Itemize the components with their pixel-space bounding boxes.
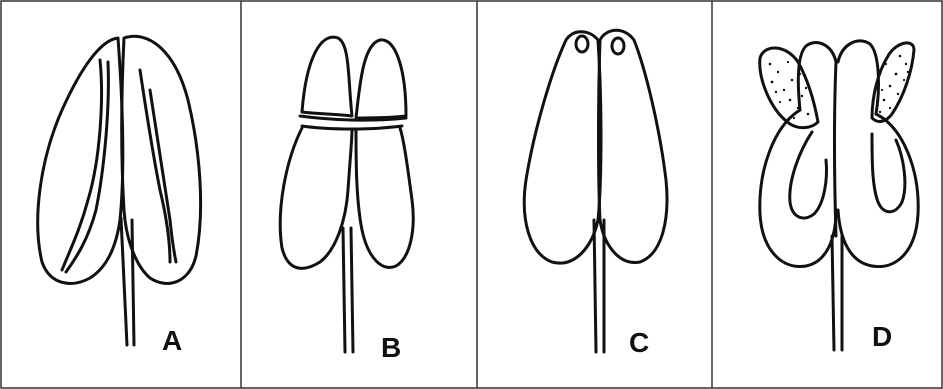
apical-pore (612, 38, 624, 54)
filament-line (132, 220, 134, 345)
panel-label-a: A (162, 325, 182, 356)
filament-line (351, 228, 353, 352)
right-slit-line (150, 90, 176, 262)
panel-b-drawing (280, 37, 413, 352)
right-theca-outline (599, 30, 667, 262)
left-theca-outline (524, 32, 601, 263)
panel-c-drawing (524, 30, 667, 352)
apical-pore (576, 36, 588, 52)
left-theca-inner (790, 132, 827, 218)
left-valve-flap (760, 48, 818, 128)
lower-left-lobe (280, 128, 352, 268)
filament-line (121, 218, 127, 345)
panel-a-drawing (38, 36, 201, 345)
pollen-stipple (769, 55, 910, 119)
lower-right-lobe (356, 128, 413, 267)
upper-left-lobe (302, 37, 352, 116)
panel-label-b: B (381, 332, 401, 363)
right-theca-inner (872, 134, 905, 212)
panel-d-drawing (760, 41, 918, 350)
filament-line (343, 228, 345, 352)
right-slit-line (140, 70, 170, 262)
left-slit-line (62, 60, 102, 270)
upper-right-lobe (356, 40, 406, 118)
panel-label-c: C (629, 327, 649, 358)
filament-line (594, 220, 596, 352)
panel-label-d: D (872, 321, 892, 352)
filament-line (832, 236, 834, 350)
right-valve-flap (872, 43, 914, 122)
right-theca-outline (838, 114, 918, 267)
